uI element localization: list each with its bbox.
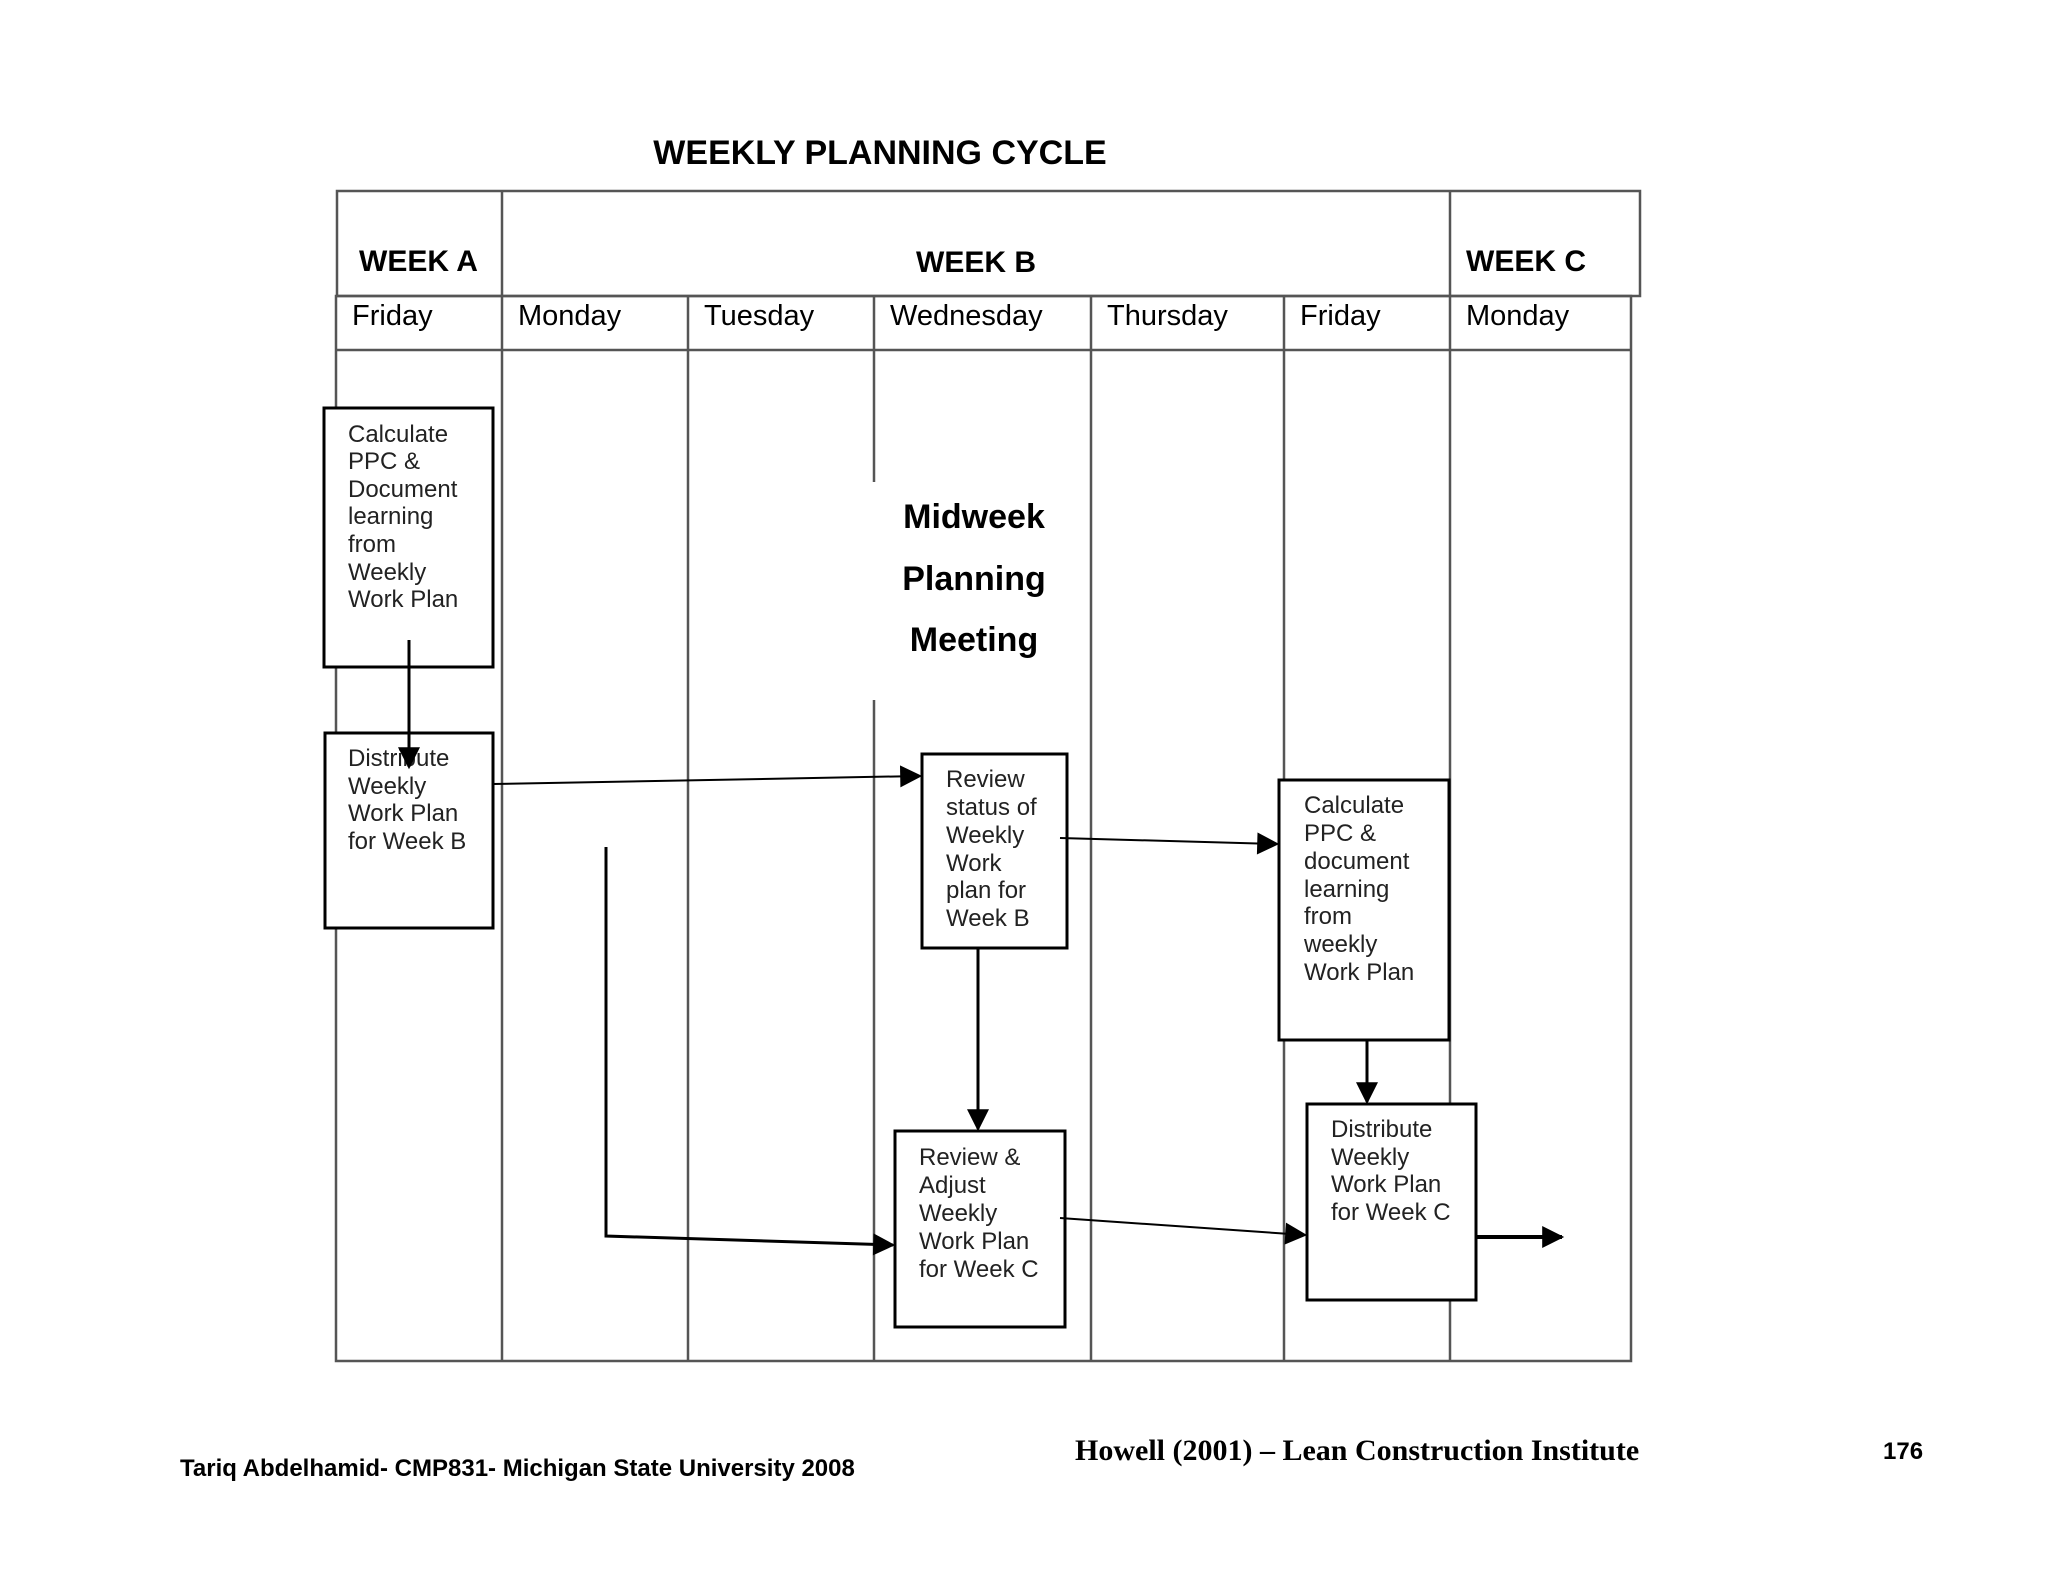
review-adjust-week-c-box — [893, 1129, 1067, 1329]
process-boxes — [322, 406, 1478, 1329]
arrow-distribute-to-review-status — [492, 765, 923, 788]
meeting-line-2: Planning — [902, 560, 1046, 598]
week-c-label: WEEK C — [1466, 245, 1586, 278]
calculate-ppc-week-b-text: Calculate PPC & document learning from w… — [1303, 792, 1416, 986]
distribute-plan-week-c-text: Distribute Weekly Work Plan for Week C — [1331, 1116, 1451, 1226]
week-b-label: WEEK B — [916, 246, 1036, 279]
day-label-monday-b: Monday — [518, 300, 622, 332]
meeting-line-1: Midweek — [903, 498, 1045, 536]
day-label-wednesday-b: Wednesday — [890, 300, 1043, 332]
arrow-monday-to-review-adjust — [604, 847, 896, 1256]
day-label-tuesday-b: Tuesday — [704, 300, 815, 332]
arrow-review-adjust-to-distribute-c — [1059, 1217, 1308, 1245]
calculate-ppc-week-a-box — [322, 406, 495, 669]
day-label-thursday-b: Thursday — [1107, 300, 1228, 332]
day-label-monday-c: Monday — [1466, 300, 1570, 332]
review-status-week-b-box — [920, 752, 1069, 950]
week-header-frame — [335, 189, 1642, 298]
footer-author-course: Tariq Abdelhamid- CMP831- Michigan State… — [180, 1455, 855, 1482]
midweek-planning-meeting-label: Midweek Planning Meeting — [902, 498, 1046, 659]
arrow-review-status-to-calculate — [1059, 832, 1280, 855]
calculate-ppc-week-a-text: Calculate PPC & Document learning from W… — [348, 421, 464, 613]
day-label-friday-b: Friday — [1300, 300, 1381, 332]
calculate-ppc-week-b-box — [1277, 778, 1451, 1042]
diagram-title: WEEKLY PLANNING CYCLE — [653, 134, 1106, 172]
page-number: 176 — [1883, 1438, 1924, 1465]
meeting-line-3: Meeting — [910, 621, 1038, 659]
distribute-plan-week-b-text: Distribute Weekly Work Plan for Week B — [348, 745, 466, 855]
distribute-plan-week-c-box — [1305, 1102, 1478, 1302]
arrows — [398, 640, 1565, 1256]
review-adjust-week-c-text: Review & Adjust Weekly Work Plan for Wee… — [919, 1144, 1039, 1283]
day-label-friday-a: Friday — [352, 300, 433, 332]
footer-citation: Howell (2001) – Lean Construction Instit… — [1075, 1434, 1640, 1467]
week-a-label: WEEK A — [359, 245, 478, 278]
review-status-week-b-text: Review status of Weekly Work plan for We… — [946, 766, 1043, 932]
